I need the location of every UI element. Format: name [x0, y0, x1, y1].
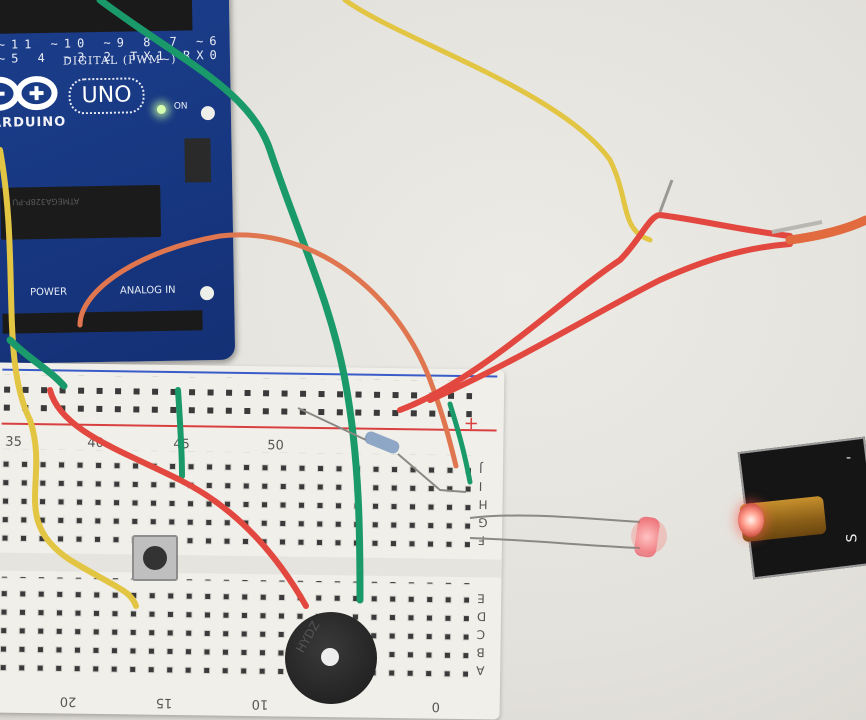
- ldr-glow: [631, 518, 667, 554]
- red-wire: [427, 241, 793, 403]
- breadboard: + 35 40 45 50 20 15 10 0 J I H G F E D C…: [0, 362, 505, 720]
- stripped-wire-end: [658, 179, 674, 213]
- arduino-logo-icon: [0, 76, 58, 111]
- red-cable: [785, 215, 866, 245]
- yellow-wire: [0, 147, 139, 609]
- ldr-leads: [469, 514, 641, 549]
- laser-lens-glow: [738, 503, 764, 537]
- resistor-leads: [297, 407, 467, 493]
- pushbutton-cap: [143, 546, 167, 570]
- arduino-uno-board: ~11 ~10 ~9 8 7 ~6 ~5 4 ~3 2 TX1 RX0 DIGI…: [0, 0, 236, 365]
- yellow-wire: [342, 0, 653, 243]
- buzzer-sound-hole: [321, 648, 339, 666]
- stripped-wire-ends: [771, 220, 823, 234]
- piezo-buzzer: HYDZ: [285, 612, 377, 704]
- green-wire: [447, 401, 473, 485]
- laser-ground-label: -: [846, 450, 852, 466]
- breadboard-holes: [0, 374, 473, 680]
- green-wire: [96, 0, 364, 604]
- green-wire: [175, 387, 185, 479]
- red-wire: [47, 387, 309, 609]
- pushbutton: [132, 535, 178, 581]
- green-wire: [6, 336, 68, 390]
- red-wire: [397, 211, 793, 413]
- orange-wire: [77, 232, 459, 469]
